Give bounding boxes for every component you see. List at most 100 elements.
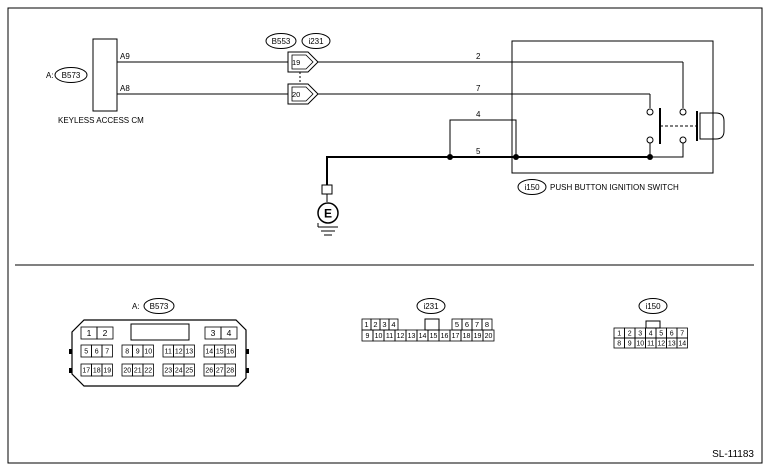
diagram-code: SL-11183 [712,449,754,460]
b573-pin-25-label: 25 [185,368,193,375]
b573-pin-9-label: 9 [136,349,140,356]
i150-pin-5-label: 5 [659,331,663,338]
i231-pin-18-label: 18 [463,333,471,340]
i150-pin-2-label: 2 [628,331,632,338]
switch-pin-2: 2 [476,52,481,61]
b573-connector-face [71,319,247,387]
b573-pin-17-label: 17 [82,368,90,375]
b573-latch-left [69,349,72,354]
b573-latch-right [246,349,249,354]
i150-pin-3-label: 3 [638,331,642,338]
i150-pin-13-label: 13 [668,341,676,348]
cm-connector-name: B573 [62,71,81,80]
b573-pin-19-label: 19 [103,368,111,375]
i150-pin-4-label: 4 [649,331,653,338]
i231-face-name: i231 [423,302,439,311]
i150-pin-9-label: 9 [628,341,632,348]
keyless-access-cm-box [92,38,118,112]
b573-pin-13-cell [183,344,195,358]
joint-chevron-20 [287,83,319,105]
i231-pin-17-label: 17 [452,333,460,340]
b573-pin-8-label: 8 [125,349,129,356]
i231-pin-3-label: 3 [382,320,386,329]
b573-pin-11-label: 11 [165,349,172,356]
i150-lock-tab [645,320,661,329]
i231-pin-10-label: 10 [375,333,383,340]
b573-pin-26-label: 26 [205,368,213,375]
keyless-access-cm-label: KEYLESS ACCESS CM [58,116,144,125]
i231-pin-15-label: 15 [430,333,438,340]
i150-face-oval [638,298,668,314]
b573-pin-22-cell [142,363,154,377]
b573-pin-23-label: 23 [164,368,172,375]
b573-pin-28-label: 28 [226,368,234,375]
b573-pin-7-cell [101,344,113,358]
switch-pin-7: 7 [476,84,481,93]
i150-pin-6-label: 6 [670,331,674,338]
b573-pin-4-cell [220,326,238,340]
joint-connector-i231: i231 [308,37,324,46]
b573-latch-right-2 [246,368,249,373]
b573-pin-1-label: 1 [87,328,92,338]
b573-pin-27-label: 27 [216,368,224,375]
switch-contact-right-bottom [679,136,687,144]
i231-face-oval [416,298,446,314]
i150-pin-11-label: 11 [647,341,654,348]
i150-pin-7-label: 7 [680,331,684,338]
b573-pin-10-cell [142,344,154,358]
i231-pin-7-label: 7 [475,320,479,329]
i231-pin-20-label: 20 [485,333,493,340]
b573-pin-5-label: 5 [84,349,88,356]
b573-pin-24-label: 24 [175,368,183,375]
switch-pin-5: 5 [476,147,481,156]
switch-pin-4: 4 [476,110,481,119]
i231-pin-13-label: 13 [408,333,416,340]
switch-enclosure [511,40,714,174]
ground-wire [326,156,650,185]
push-button-icon [699,112,725,140]
junction-dot-right [513,154,519,160]
switch-connector-name: i150 [524,183,540,192]
b573-face-prefix: A: [132,302,140,311]
joint-chevron-19 [287,51,319,73]
b573-face-name: B573 [150,302,169,311]
switch-connector-oval [517,179,547,195]
joint-connector-b553: B553 [272,37,291,46]
ground-terminal [321,184,333,195]
i231-lock-tab [424,318,440,331]
i231-pin-4-label: 4 [391,320,395,329]
b573-pin-10-label: 10 [144,349,152,356]
i150-pin-1-label: 1 [617,331,621,338]
wire-pin-4-loop [449,119,517,157]
cm-pin-a8: A8 [120,84,130,93]
b573-pin-22-label: 22 [144,368,152,375]
cm-pin-a9: A9 [120,52,130,61]
joint-connector-b553-oval [265,33,297,49]
b573-pin-6-label: 6 [95,349,99,356]
b573-pin-18-label: 18 [93,368,101,375]
ground-symbol-label: E [324,207,332,221]
switch-contact-left-top [646,108,654,116]
i231-pin-5-label: 5 [455,320,459,329]
b573-pin-15-label: 15 [216,349,224,356]
b573-pin-7-label: 7 [105,349,109,356]
i231-pin-1-label: 1 [364,320,368,329]
b573-latch-left-2 [69,368,72,373]
joint-pin-20: 20 [292,90,300,99]
i231-pin-9-label: 9 [366,333,370,340]
i231-pin-8-label: 8 [485,320,489,329]
joint-chevron-19-inner [291,54,314,70]
switch-contact-left-bottom [646,136,654,144]
junction-dot-left [447,154,453,160]
joint-pin-19: 19 [292,58,300,67]
b573-pin-3-label: 3 [211,328,216,338]
switch-right-lower-lead [650,143,684,158]
i150-pin-10-label: 10 [636,341,644,348]
outer-frame [7,7,763,464]
b573-pin-14-label: 14 [205,349,213,356]
i231-pin-20-cell [482,329,495,342]
